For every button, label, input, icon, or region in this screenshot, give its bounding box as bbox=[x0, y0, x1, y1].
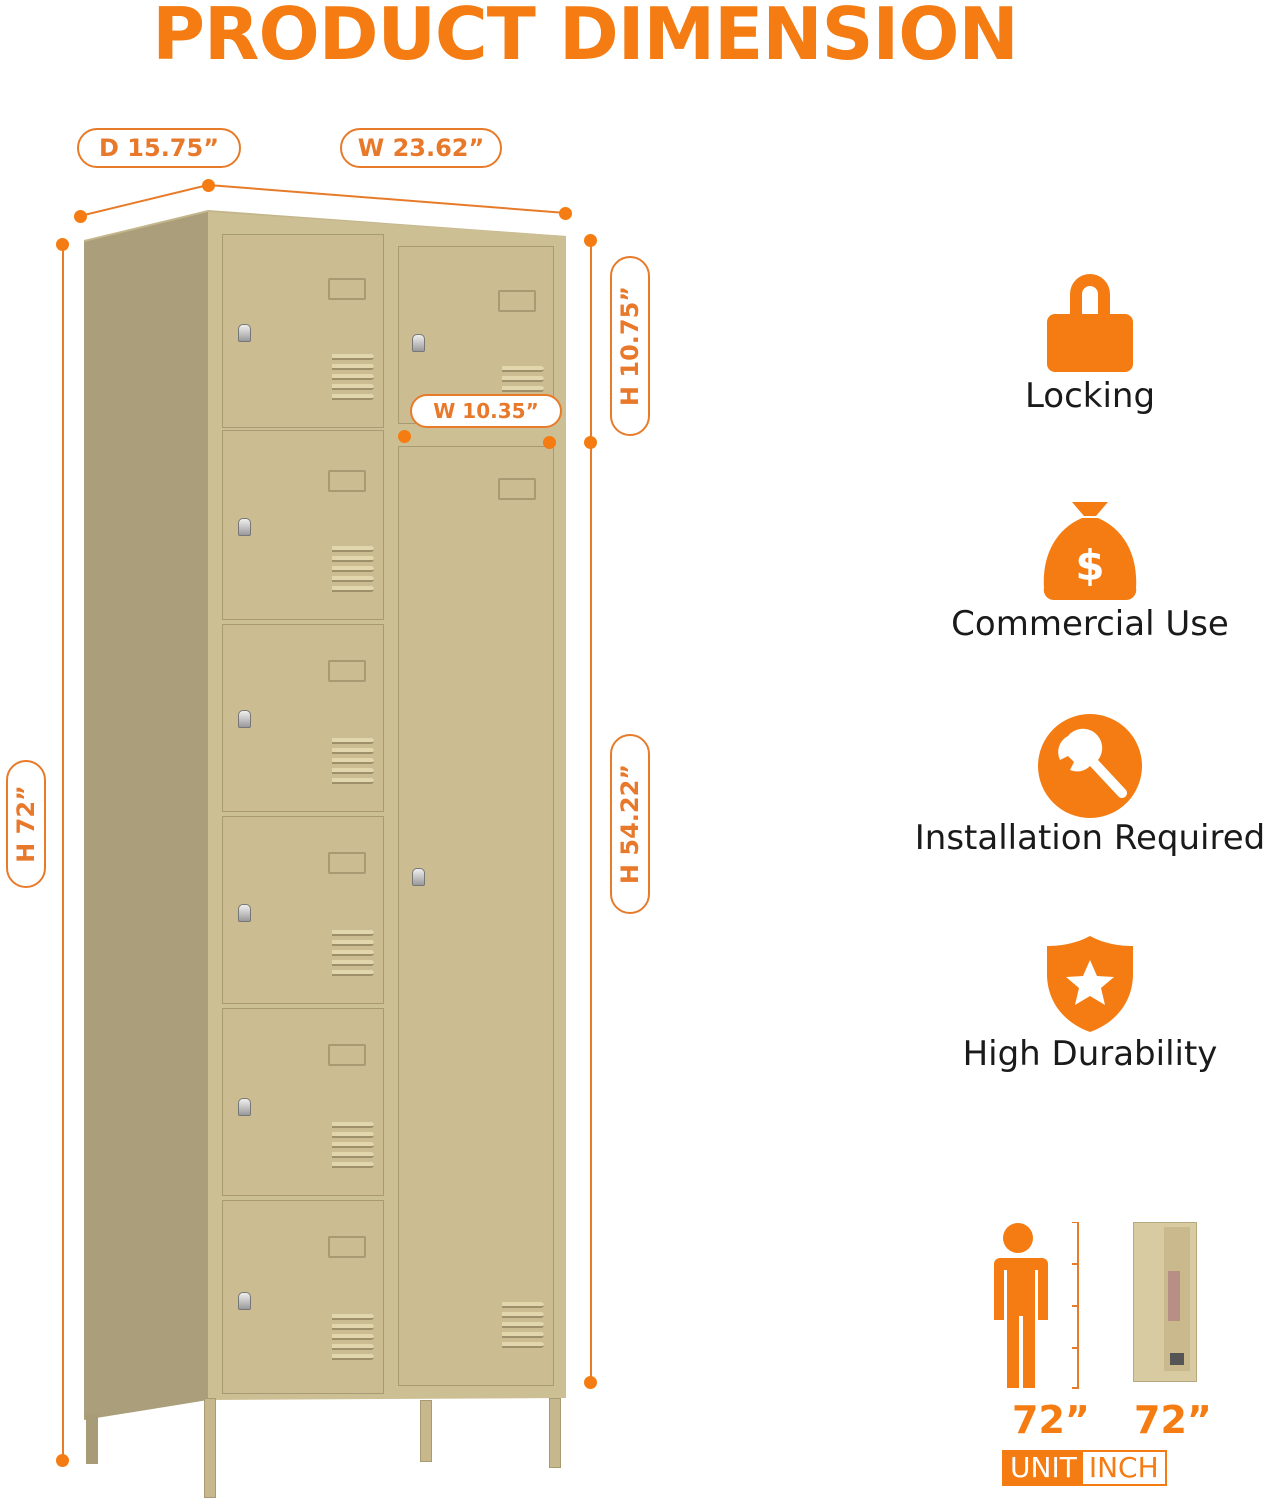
label-holder bbox=[498, 478, 536, 500]
unit-label: UNIT bbox=[1004, 1452, 1083, 1484]
lock-icon[interactable] bbox=[238, 710, 251, 728]
cabinet-thumbnail bbox=[1133, 1222, 1197, 1382]
label-holder bbox=[328, 852, 366, 874]
lock-icon bbox=[1047, 274, 1133, 372]
vent bbox=[332, 1314, 374, 1364]
depth-dot-left bbox=[74, 210, 87, 223]
cabinet-leg bbox=[204, 1398, 216, 1498]
vent bbox=[332, 354, 374, 404]
lock-icon[interactable] bbox=[412, 334, 425, 352]
cabinet-height-value: 72” bbox=[1134, 1398, 1212, 1442]
cabinet-leg bbox=[420, 1400, 432, 1462]
compartment-height-label: H 10.75” bbox=[610, 256, 650, 436]
lock-icon[interactable] bbox=[412, 868, 425, 886]
label-holder bbox=[498, 290, 536, 312]
unit-value: INCH bbox=[1082, 1452, 1165, 1484]
width-label: W 23.62” bbox=[340, 128, 502, 168]
wrench-icon bbox=[1038, 714, 1142, 818]
svg-text:$: $ bbox=[1075, 541, 1104, 590]
door-width-dot-left bbox=[398, 430, 411, 443]
label-holder bbox=[328, 660, 366, 682]
page-title: PRODUCT DIMENSION bbox=[152, 0, 1018, 76]
lock-icon[interactable] bbox=[238, 324, 251, 342]
person-icon bbox=[994, 1222, 1079, 1389]
total-height-line bbox=[62, 244, 64, 1460]
depth-label: D 15.75” bbox=[77, 128, 241, 168]
locker-door-tall[interactable] bbox=[398, 446, 554, 1386]
cabinet-leg bbox=[86, 1414, 98, 1464]
vent bbox=[332, 1122, 374, 1172]
lock-icon[interactable] bbox=[238, 1098, 251, 1116]
label-holder bbox=[328, 1044, 366, 1066]
feature-label: High Durability bbox=[962, 1034, 1218, 1074]
tall-door-dot-bottom bbox=[584, 1376, 597, 1389]
tall-door-height-label: H 54.22” bbox=[610, 734, 650, 914]
total-height-dot-bottom bbox=[56, 1454, 69, 1467]
lock-icon[interactable] bbox=[238, 1292, 251, 1310]
lock-icon[interactable] bbox=[238, 904, 251, 922]
vent bbox=[332, 930, 374, 980]
label-holder bbox=[328, 1236, 366, 1258]
total-height-label: H 72” bbox=[6, 760, 46, 888]
door-width-label: W 10.35” bbox=[410, 394, 562, 428]
feature-label: Commercial Use bbox=[951, 604, 1229, 644]
vent bbox=[502, 1302, 544, 1352]
total-height-dot-top bbox=[56, 238, 69, 251]
person-height-value: 72” bbox=[1012, 1398, 1090, 1442]
feature-commercial-use: $ Commercial Use bbox=[880, 500, 1280, 644]
vent bbox=[502, 366, 544, 396]
feature-label: Installation Required bbox=[914, 818, 1266, 858]
vent bbox=[332, 546, 374, 596]
vent bbox=[332, 738, 374, 788]
shield-star-icon bbox=[1047, 936, 1133, 1032]
feature-durability: High Durability bbox=[880, 934, 1280, 1074]
lock-icon[interactable] bbox=[238, 518, 251, 536]
compartment-dot-top bbox=[584, 234, 597, 247]
cabinet-leg bbox=[549, 1398, 561, 1468]
door-width-dot-right bbox=[543, 436, 556, 449]
label-holder bbox=[328, 470, 366, 492]
width-dot-right bbox=[559, 207, 572, 220]
feature-locking: Locking bbox=[880, 266, 1280, 416]
label-holder bbox=[328, 278, 366, 300]
feature-label: Locking bbox=[1024, 376, 1156, 416]
feature-installation: Installation Required bbox=[880, 714, 1280, 858]
unit-indicator: UNIT INCH bbox=[1002, 1450, 1167, 1486]
money-bag-icon: $ bbox=[1043, 502, 1137, 601]
depth-dot-mid bbox=[202, 179, 215, 192]
right-height-line bbox=[590, 240, 592, 1382]
compartment-dot-bottom bbox=[584, 436, 597, 449]
